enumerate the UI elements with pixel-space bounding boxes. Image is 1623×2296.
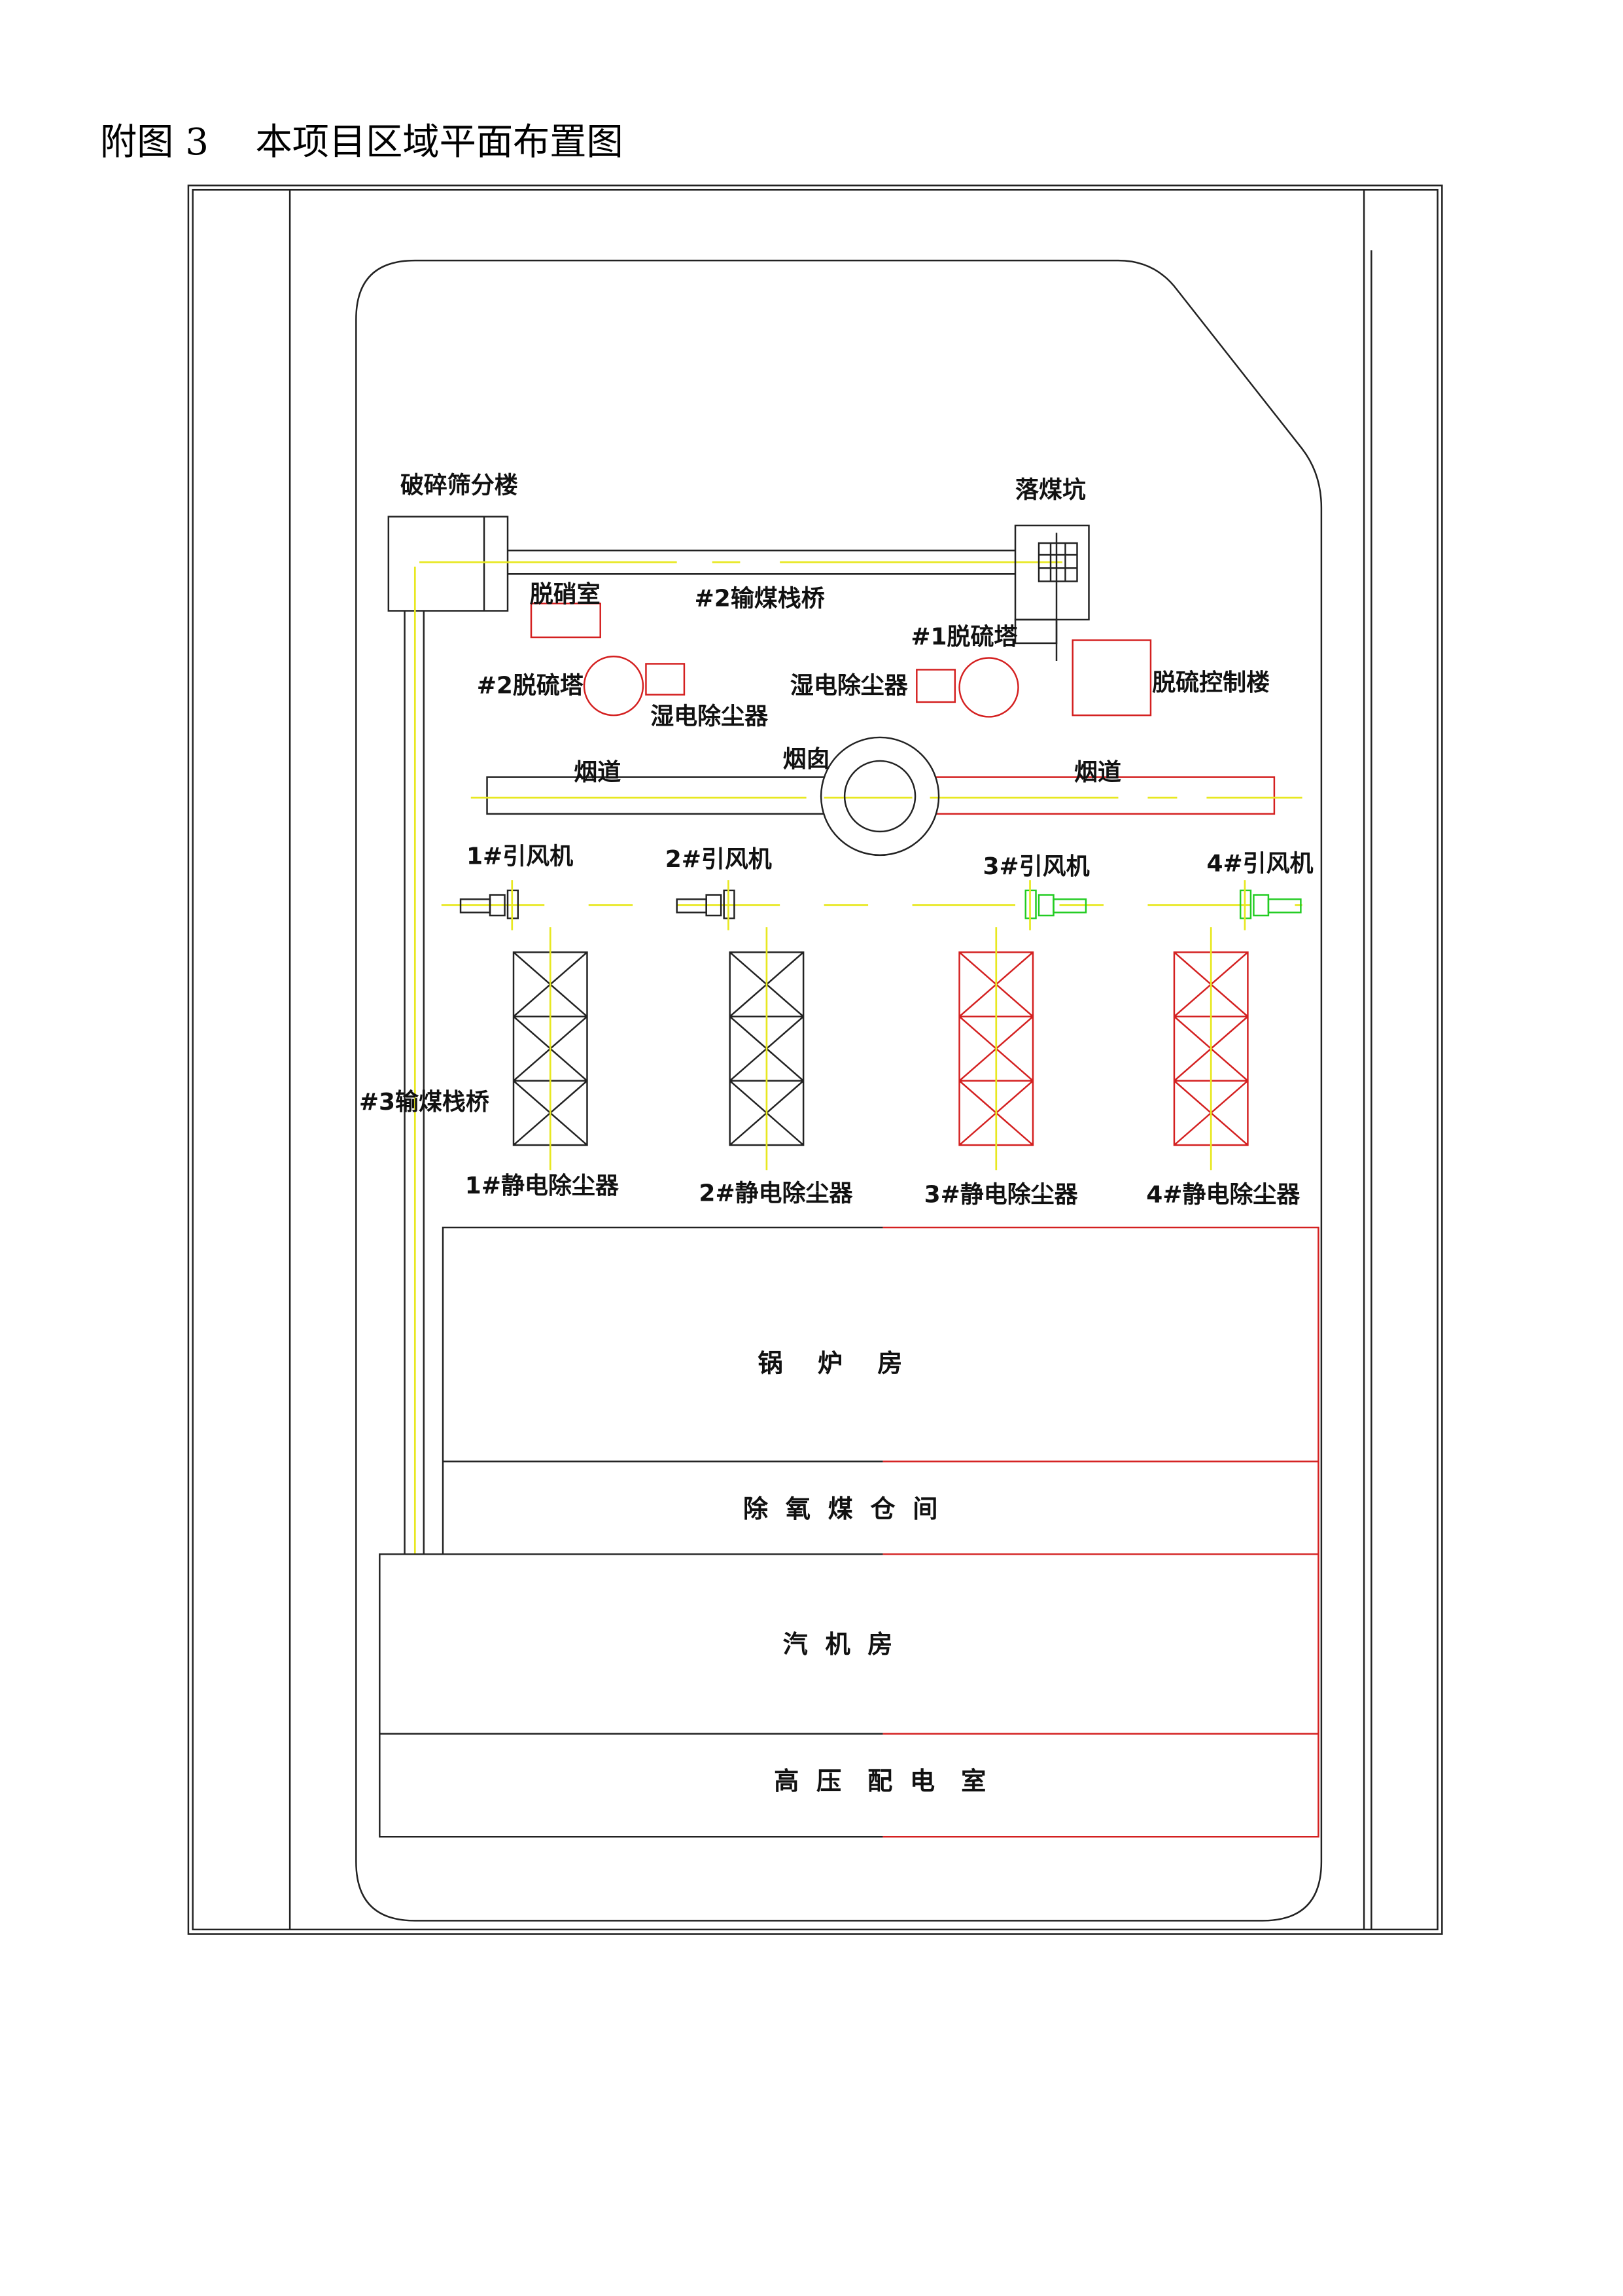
wesp-1	[916, 669, 956, 703]
desulf-tower-2	[583, 655, 644, 716]
desulf-control-building	[1072, 639, 1152, 716]
coal-bridge-2	[419, 550, 1063, 575]
chimney	[820, 736, 940, 857]
desulf-control-label: 脱硫控制楼	[1152, 669, 1270, 696]
wesp-2	[645, 663, 686, 696]
main-building	[379, 1226, 1319, 1838]
desulf-tower-1	[958, 657, 1019, 718]
flue-duct	[470, 776, 1302, 815]
drawing-frame	[187, 185, 1443, 1935]
esp-2	[729, 927, 805, 1171]
esp-2-label: 2#静电除尘器	[699, 1180, 853, 1207]
denitration-label: 脱硝室	[530, 581, 601, 608]
esp-3-label: 3#静电除尘器	[924, 1182, 1079, 1209]
flue-left-label: 烟道	[574, 759, 621, 786]
fan-1-label: 1#引风机	[466, 843, 573, 870]
coal-bridge-3	[404, 567, 425, 1555]
bridge3-label: #3输煤栈桥	[359, 1089, 489, 1116]
chimney-label: 烟囱	[783, 746, 830, 773]
bridge2-label: #2输煤栈桥	[695, 586, 825, 612]
fan-2	[676, 880, 735, 930]
fan-2-label: 2#引风机	[665, 846, 772, 873]
deaerator-bay-label: 除 氧 煤 仓 间	[743, 1495, 938, 1524]
desulf2-label: #2脱硫塔	[477, 672, 584, 699]
desulf1-label: #1脱硫塔	[911, 624, 1018, 650]
esp-4	[1173, 927, 1249, 1171]
coal-pit-label: 落煤坑	[1015, 476, 1086, 503]
hv-room-label: 高 压 配 电 室	[774, 1767, 986, 1796]
wesp-left-label: 湿电除尘器	[650, 703, 769, 730]
fan-3	[1024, 880, 1087, 930]
denitration-room	[530, 603, 601, 639]
crusher-label: 破碎筛分楼	[400, 472, 518, 499]
wesp-right-label: 湿电除尘器	[790, 672, 909, 699]
crusher-building	[387, 516, 509, 612]
esp-4-label: 4#静电除尘器	[1146, 1182, 1300, 1209]
boiler-room-label: 锅 炉 房	[758, 1349, 902, 1378]
fan-4	[1239, 880, 1302, 930]
esp-1	[512, 927, 588, 1171]
chimney-inner	[843, 760, 916, 833]
turbine-room-label: 汽 机 房	[783, 1631, 893, 1659]
fan-3-label: 3#引风机	[983, 853, 1090, 880]
fan-4-label: 4#引风机	[1206, 851, 1313, 877]
figure-title: 附图 3 本项目区域平面布置图	[100, 121, 623, 164]
fan-1	[459, 880, 519, 930]
flue-right-label: 烟道	[1074, 759, 1121, 786]
site-boundary	[355, 259, 1323, 1922]
coal-pit	[1014, 524, 1090, 661]
esp-3	[958, 927, 1034, 1171]
esp-1-label: 1#静电除尘器	[465, 1173, 620, 1199]
